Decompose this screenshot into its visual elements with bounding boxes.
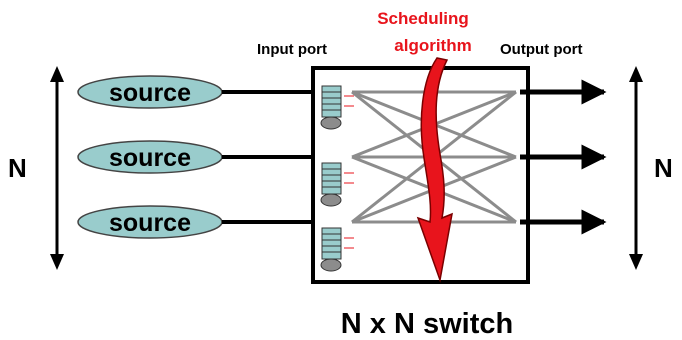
source-node: source: [77, 205, 223, 239]
input-port-label: Input port: [257, 41, 327, 58]
input-queue: [320, 227, 354, 272]
output-links: [520, 79, 607, 235]
source-node: source: [77, 75, 223, 109]
switch-box: [311, 66, 530, 284]
left-n-arrow: [50, 66, 64, 270]
right-n-label: N: [654, 153, 673, 183]
source-label: source: [109, 144, 191, 172]
right-n-arrow: [629, 66, 643, 270]
input-queue: [320, 85, 354, 130]
left-n-label: N: [8, 153, 27, 183]
source-label: source: [109, 209, 191, 237]
scheduling-label-line2: algorithm: [394, 36, 471, 55]
scheduling-arrow: [416, 57, 453, 283]
input-queue: [320, 162, 354, 207]
scheduling-label-line1: Scheduling: [377, 9, 469, 28]
source-node: source: [77, 140, 223, 174]
output-port-label: Output port: [500, 41, 582, 58]
input-links: [222, 90, 316, 224]
source-label: source: [109, 79, 191, 107]
switch-caption: N x N switch: [341, 308, 513, 340]
